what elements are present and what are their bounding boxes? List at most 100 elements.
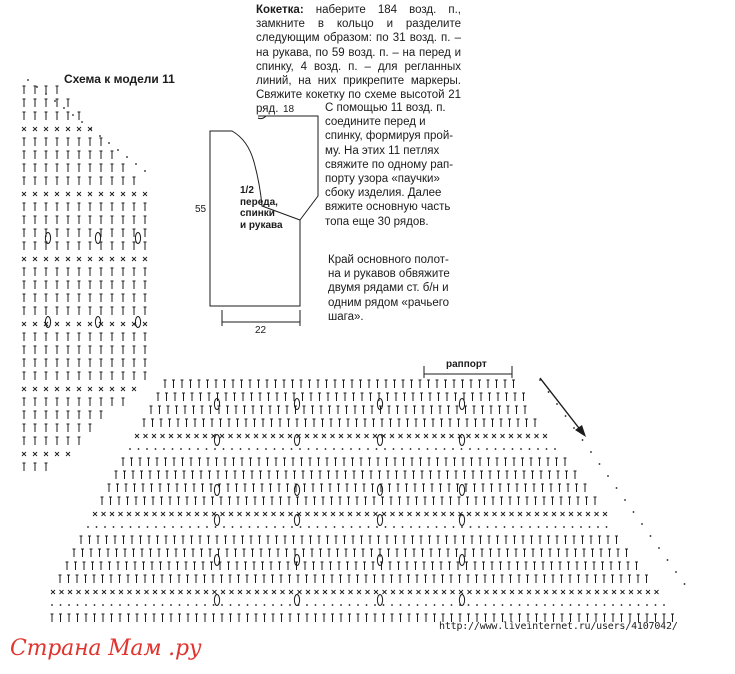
puff-stitch: [214, 555, 219, 566]
sc-stitch: [128, 590, 132, 594]
sc-stitch: [408, 512, 412, 516]
chain-dot: [340, 604, 342, 606]
chain-dot: [658, 547, 660, 549]
puff-stitch: [95, 317, 100, 328]
sc-stitch: [127, 512, 131, 516]
sc-stitch: [587, 590, 591, 594]
chain-dot: [555, 526, 557, 528]
sc-stitch: [22, 257, 26, 261]
sc-stitch: [527, 512, 531, 516]
sc-stitch: [425, 512, 429, 516]
chain-dot: [135, 163, 137, 165]
sc-stitch: [229, 434, 233, 438]
chain-dot: [325, 448, 327, 450]
sc-stitch: [349, 590, 353, 594]
sc-stitch: [339, 434, 343, 438]
chain-dot: [181, 526, 183, 528]
sc-stitch: [340, 512, 344, 516]
sc-stitch: [33, 192, 37, 196]
sc-stitch: [170, 512, 174, 516]
sc-stitch: [315, 590, 319, 594]
sc-stitch: [348, 434, 352, 438]
chain-dot: [325, 526, 327, 528]
puff-stitch: [459, 595, 464, 606]
pattern-piece-label: 1/2 переда, спинки и рукава: [240, 185, 283, 231]
sc-stitch: [424, 434, 428, 438]
chain-dot: [521, 526, 523, 528]
chain-dot: [638, 604, 640, 606]
chain-dot: [215, 526, 217, 528]
sc-stitch: [161, 512, 165, 516]
chain-dot: [538, 526, 540, 528]
chain-dot: [255, 604, 257, 606]
sc-stitch: [561, 512, 565, 516]
puff-stitch: [135, 317, 140, 328]
chain-dot: [283, 526, 285, 528]
sc-stitch: [417, 590, 421, 594]
sc-stitch: [204, 590, 208, 594]
chain-dot: [155, 448, 157, 450]
sc-stitch: [145, 590, 149, 594]
chain-dot: [597, 526, 599, 528]
chain-dot: [461, 448, 463, 450]
chain-dot: [162, 604, 164, 606]
chain-dot: [539, 379, 541, 381]
sc-stitch: [416, 512, 420, 516]
chain-dot: [350, 448, 352, 450]
chain-dot: [60, 604, 62, 606]
sc-stitch: [578, 590, 582, 594]
sc-stitch: [502, 590, 506, 594]
sc-stitch: [451, 590, 455, 594]
chain-dot: [257, 448, 259, 450]
sc-stitch: [365, 434, 369, 438]
chain-dot: [512, 526, 514, 528]
chain-dot: [493, 604, 495, 606]
sc-stitch: [136, 590, 140, 594]
chain-dot: [146, 448, 148, 450]
chain-dot: [376, 448, 378, 450]
sc-stitch: [22, 452, 26, 456]
sc-stitch: [77, 192, 81, 196]
chain-dot: [684, 583, 686, 585]
chain-dot: [570, 604, 572, 606]
chain-dot: [553, 604, 555, 606]
sc-stitch: [264, 590, 268, 594]
chain-dot: [164, 526, 166, 528]
sc-stitch: [102, 590, 106, 594]
chain-dot: [153, 604, 155, 606]
chain-dot: [476, 604, 478, 606]
chain-dot: [536, 604, 538, 606]
sc-stitch: [204, 512, 208, 516]
sc-stitch: [186, 434, 190, 438]
sc-stitch: [152, 434, 156, 438]
sc-stitch: [22, 322, 26, 326]
sc-stitch: [88, 192, 92, 196]
chain-dot: [308, 526, 310, 528]
sc-stitch: [178, 434, 182, 438]
sc-stitch: [187, 512, 191, 516]
chain-dot: [469, 448, 471, 450]
sc-stitch: [33, 452, 37, 456]
puff-stitch: [294, 515, 299, 526]
chain-dot: [108, 142, 110, 144]
chain-dot: [667, 559, 669, 561]
sc-stitch: [221, 512, 225, 516]
chain-dot: [230, 604, 232, 606]
sc-stitch: [459, 590, 463, 594]
sc-stitch: [254, 434, 258, 438]
chain-dot: [240, 526, 242, 528]
sc-stitch: [246, 434, 250, 438]
chain-dot: [368, 526, 370, 528]
chain-dot: [461, 526, 463, 528]
sc-stitch: [416, 434, 420, 438]
sc-stitch: [144, 512, 148, 516]
chain-dot: [342, 526, 344, 528]
sc-stitch: [595, 512, 599, 516]
sc-stitch: [408, 590, 412, 594]
chain-dot: [113, 526, 115, 528]
sc-stitch: [169, 434, 173, 438]
chain-dot: [96, 526, 98, 528]
puff-stitch: [214, 515, 219, 526]
sc-stitch: [544, 512, 548, 516]
chain-dot: [529, 526, 531, 528]
